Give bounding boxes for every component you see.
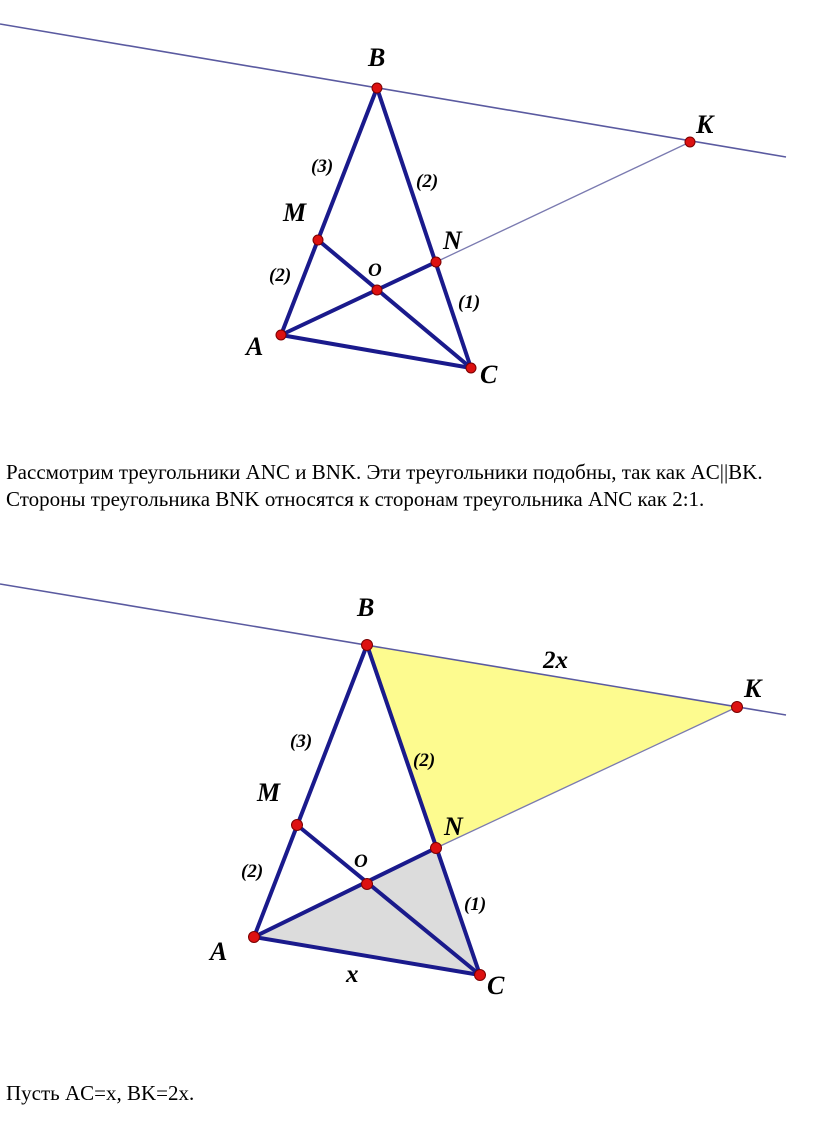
line-nk — [435, 706, 738, 849]
label-n: N — [442, 226, 463, 255]
point-a — [248, 931, 260, 943]
segment-mc — [316, 238, 473, 370]
label-o: O — [354, 851, 368, 872]
label-m: M — [282, 198, 307, 227]
ratio-nc: (1) — [464, 894, 486, 915]
figure-2: B K M N O A C (3) (2) (2) (1) 2x x — [0, 583, 787, 1000]
label-c: C — [487, 971, 505, 1000]
label-o: O — [368, 260, 382, 281]
ratio-bn: (2) — [413, 750, 435, 771]
point-c — [465, 362, 477, 374]
segment-bc — [375, 86, 473, 370]
segment-bc — [365, 643, 482, 977]
segment-mc — [295, 823, 482, 977]
line-bk — [0, 583, 787, 716]
length-ac: x — [345, 961, 359, 988]
figure-1: B K M N O A C (3) (2) (2) (1) — [0, 23, 787, 389]
segment-ac — [252, 935, 482, 977]
ratio-bn: (2) — [416, 171, 438, 192]
point-a — [275, 329, 287, 341]
point-o — [361, 878, 373, 890]
ratio-nc: (1) — [458, 292, 480, 313]
paragraph-2: Пусть AC=x, BK=2x. — [6, 1081, 195, 1105]
label-a: A — [208, 937, 227, 966]
label-n: N — [443, 812, 464, 841]
label-b: B — [356, 593, 374, 622]
paragraph-1: Рассмотрим треугольники ANC и BNK. Эти т… — [6, 460, 763, 511]
label-c: C — [480, 360, 498, 389]
point-n — [430, 842, 442, 854]
point-o — [371, 284, 383, 296]
segment-ba — [279, 86, 379, 337]
point-b — [361, 639, 373, 651]
point-k — [731, 701, 743, 713]
ratio-bm: (3) — [290, 731, 312, 752]
length-bk: 2x — [542, 647, 568, 674]
ratio-ma: (2) — [269, 265, 291, 286]
label-b: B — [367, 43, 385, 72]
segment-an — [252, 846, 438, 939]
line-bk — [0, 23, 787, 158]
label-k: K — [695, 110, 715, 139]
triangle-bnk — [367, 645, 737, 848]
segment-ba — [252, 643, 369, 939]
point-m — [312, 234, 324, 246]
point-k — [684, 136, 696, 148]
point-c — [474, 969, 486, 981]
ratio-bm: (3) — [311, 156, 333, 177]
triangle-anc — [254, 848, 480, 975]
line-nk — [435, 141, 691, 263]
label-k: K — [743, 674, 763, 703]
point-b — [371, 82, 383, 94]
point-m — [291, 819, 303, 831]
segment-ac — [279, 333, 473, 370]
point-n — [430, 256, 442, 268]
label-a: A — [244, 332, 263, 361]
label-m: M — [256, 778, 281, 807]
ratio-ma: (2) — [241, 861, 263, 882]
segment-an — [279, 260, 438, 337]
